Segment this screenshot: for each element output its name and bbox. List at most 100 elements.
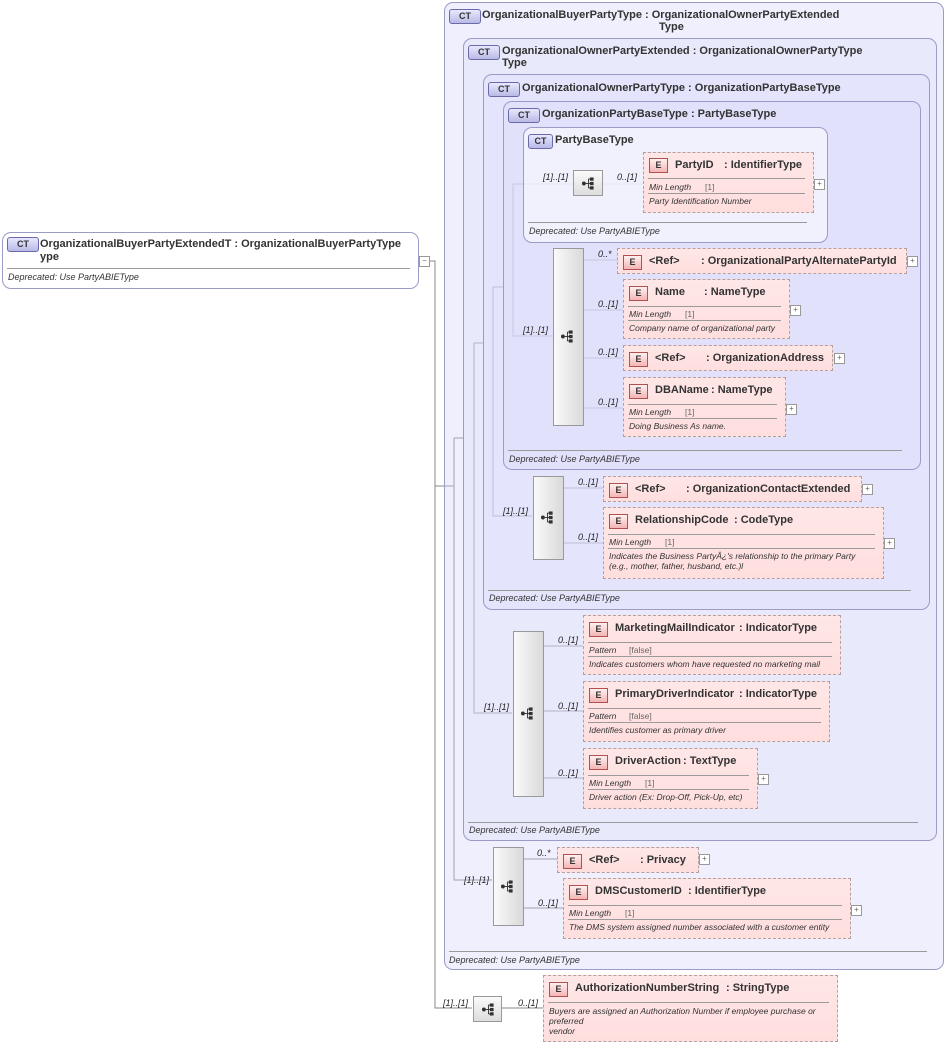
element-name: DMSCustomerID [595,885,682,897]
divider [588,789,749,790]
element-type: : IndicatorType [739,688,818,700]
expand-icon[interactable]: + [790,305,801,316]
sequence-icon [521,707,533,720]
sequence-compositor[interactable] [573,170,603,196]
expand-icon[interactable]: + [907,256,918,267]
facet-label: Pattern [589,711,617,721]
root-complex-type[interactable]: CT OrganizationalBuyerPartyExtendedT : O… [2,232,419,289]
sequence-compositor[interactable] [533,476,564,560]
element-multiplicity: 0..* [598,249,612,259]
element-multiplicity: 0..[1] [538,898,559,908]
sequence-icon [582,177,594,190]
element-authorization-number[interactable]: E AuthorizationNumberString : StringType… [543,975,838,1042]
expand-icon[interactable]: + [834,353,845,364]
element-badge: E [569,885,588,900]
element-multiplicity: 0..[1] [598,299,619,309]
element-doc: Company name of organizational party [629,323,775,333]
element-dba-name[interactable]: E DBAName : NameType Min Length [1] Doin… [623,377,786,437]
element-badge: E [549,982,568,997]
element-badge: E [629,384,648,399]
collapse-icon[interactable]: − [419,256,430,267]
divider [468,822,918,823]
ct-badge: CT [7,237,39,252]
facet-label: Min Length [629,407,672,417]
facet-label: Min Length [569,908,612,918]
element-privacy[interactable]: E <Ref> : Privacy [557,847,699,873]
divider [588,722,821,723]
element-doc: Indicates customers whom have requested … [589,659,821,669]
element-type: : NameType [704,286,766,298]
ct-badge: CT [468,45,500,60]
expand-icon[interactable]: + [814,179,825,190]
element-relationship-code[interactable]: E RelationshipCode : CodeType Min Length… [603,507,884,579]
facet-label: Pattern [589,645,617,655]
facet-label: Min Length [609,537,652,547]
sequence-compositor[interactable] [513,631,544,797]
element-multiplicity: 0..* [537,848,551,858]
element-alternate-party-id[interactable]: E <Ref> : OrganizationalPartyAlternatePa… [617,248,907,274]
divider [608,534,875,535]
deprecated-note: Deprecated: Use PartyABIEType [469,825,600,835]
sequence-compositor[interactable] [553,248,584,426]
sequence-icon [501,880,513,893]
element-organization-contact[interactable]: E <Ref> : OrganizationContactExtended [603,476,862,502]
divider [588,656,832,657]
element-multiplicity: 0..[1] [617,172,638,182]
element-multiplicity: 0..[1] [578,477,599,487]
element-name: MarketingMailIndicator [615,622,735,634]
expand-icon[interactable]: + [699,854,710,865]
divider [528,222,807,223]
sequence-multiplicity: [1]..[1] [464,875,490,885]
element-marketing-mail-indicator[interactable]: E MarketingMailIndicator : IndicatorType… [583,615,841,675]
element-type: : StringType [726,982,790,994]
element-type: : NameType [711,384,773,396]
ct-badge: CT [488,82,520,97]
divider [608,548,875,549]
divider [7,268,410,269]
element-doc: Indicates the Business PartyÂ¿'s relatio… [609,551,856,561]
sequence-multiplicity: [1]..[1] [484,702,510,712]
owner-title: OrganizationalOwnerPartyType : Organizat… [522,82,841,94]
divider [588,775,749,776]
facet-value: [1] [685,407,695,417]
element-primary-driver-indicator[interactable]: E PrimaryDriverIndicator : IndicatorType… [583,681,830,742]
deprecated-note: Deprecated: Use PartyABIEType [449,955,580,965]
element-name: PrimaryDriverIndicator [615,688,735,700]
element-name-field[interactable]: E Name : NameType Min Length [1] Company… [623,279,790,339]
element-doc: Doing Business As name. [629,421,727,431]
element-name: RelationshipCode [635,514,729,526]
element-organization-address[interactable]: E <Ref> : OrganizationAddress [623,345,833,371]
element-party-id[interactable]: E PartyID : IdentifierType Min Length [1… [643,152,814,213]
element-doc-cont: preferred [549,1016,584,1026]
element-badge: E [563,854,582,869]
expand-icon[interactable]: + [862,484,873,495]
facet-value: [1] [645,778,655,788]
expand-icon[interactable]: + [786,404,797,415]
element-driver-action[interactable]: E DriverAction : TextType Min Length [1]… [583,748,758,809]
element-doc: The DMS system assigned number associate… [569,922,830,932]
divider [568,919,842,920]
party-base-title: PartyBaseType [555,134,634,146]
divider [548,1002,829,1003]
sequence-compositor[interactable] [473,996,502,1022]
expand-icon[interactable]: + [851,905,862,916]
facet-value: [false] [629,711,652,721]
expand-icon[interactable]: + [758,774,769,785]
sequence-multiplicity: [1]..[1] [523,325,549,335]
element-doc: Party Identification Number [649,196,752,206]
expand-icon[interactable]: + [884,538,895,549]
element-name: DBAName [655,384,709,396]
sequence-compositor[interactable] [493,847,524,926]
element-badge: E [629,352,648,367]
divider [628,418,777,419]
root-title-cont: ype [40,251,59,263]
owner-ext-title-cont: Type [502,57,527,69]
element-type: : Privacy [640,854,686,866]
element-dms-customer-id[interactable]: E DMSCustomerID : IdentifierType Min Len… [563,878,851,939]
divider [588,642,832,643]
element-doc-cont: vendor [549,1026,575,1036]
element-badge: E [609,514,628,529]
divider [568,905,842,906]
facet-value: [1] [705,182,715,192]
deprecated-note: Deprecated: Use PartyABIEType [489,593,620,603]
